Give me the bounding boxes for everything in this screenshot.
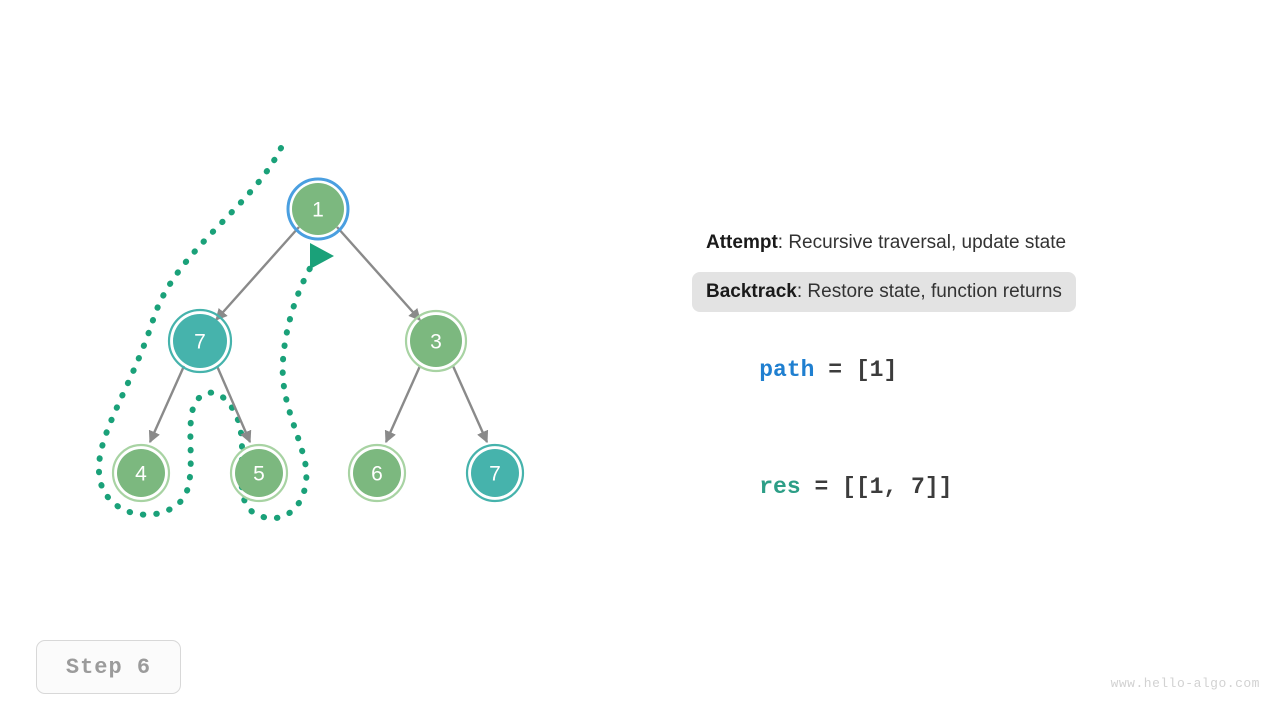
node-fill [353, 449, 401, 497]
edge-3-6 [384, 365, 422, 444]
backtrack-trace-path [95, 145, 316, 521]
tree-node-4[interactable]: 4 [111, 443, 171, 503]
legend-attempt-key: Attempt [706, 232, 778, 253]
code-value-path: = [1] [814, 357, 898, 383]
legend-backtrack-text: : Restore state, function returns [796, 281, 1062, 302]
tree-node-7-right[interactable]: 7 [465, 443, 525, 503]
node-label: 3 [430, 331, 442, 354]
node-label: 7 [489, 463, 501, 486]
node-fill [410, 315, 462, 367]
node-label: 1 [312, 199, 324, 222]
tree-node-7-left[interactable]: 7 [167, 308, 233, 374]
tree-edges [148, 226, 489, 444]
info-panel: Attempt: Recursive traversal, update sta… [690, 0, 1270, 720]
node-fill [471, 449, 519, 497]
tree-node-5[interactable]: 5 [229, 443, 289, 503]
legend-backtrack-key: Backtrack [706, 281, 797, 302]
node-fill [235, 449, 283, 497]
node-ring [465, 443, 525, 503]
edge-1-7 [215, 226, 300, 321]
tree-visualization-panel: 1 7 3 4 5 6 7 [95, 145, 525, 521]
step-badge-label: Step 6 [65, 654, 152, 680]
legend-attempt-row: Attempt: Recursive traversal, update sta… [692, 223, 1080, 263]
node-label: 7 [194, 331, 206, 354]
node-label: 5 [253, 463, 265, 486]
code-line-path: path = [1] [704, 331, 897, 409]
node-ring [286, 177, 350, 241]
node-ring [229, 443, 289, 503]
variable-name-res: res [759, 474, 801, 500]
tree-node-1[interactable]: 1 [286, 177, 350, 241]
code-value-res: = [[1, 7]] [800, 474, 953, 500]
node-ring [404, 309, 468, 373]
code-line-res: res = [[1, 7]] [704, 448, 952, 526]
node-label: 6 [371, 463, 383, 486]
node-ring [111, 443, 171, 503]
watermark: www.hello-algo.com [1111, 676, 1260, 691]
node-fill [117, 449, 165, 497]
variable-name-path: path [759, 357, 815, 383]
edge-1-3 [336, 226, 421, 321]
tree-node-6[interactable]: 6 [347, 443, 407, 503]
node-fill [173, 314, 227, 368]
backtrack-arrowhead [310, 243, 334, 269]
binary-tree-diagram: 1 7 3 4 5 6 7 [95, 145, 525, 521]
edge-7-5 [215, 365, 252, 444]
step-badge: Step 6 [36, 640, 181, 694]
legend-attempt-text: : Recursive traversal, update state [777, 232, 1067, 253]
watermark-label: www.hello-algo.com [1110, 676, 1260, 691]
node-ring [347, 443, 407, 503]
edge-3-7 [451, 365, 489, 444]
edge-7-4 [148, 365, 186, 444]
node-ring [167, 308, 233, 374]
node-label: 4 [135, 463, 147, 486]
tree-node-3[interactable]: 3 [404, 309, 468, 373]
node-fill [292, 183, 344, 235]
legend-backtrack-row: Backtrack: Restore state, function retur… [692, 272, 1076, 312]
